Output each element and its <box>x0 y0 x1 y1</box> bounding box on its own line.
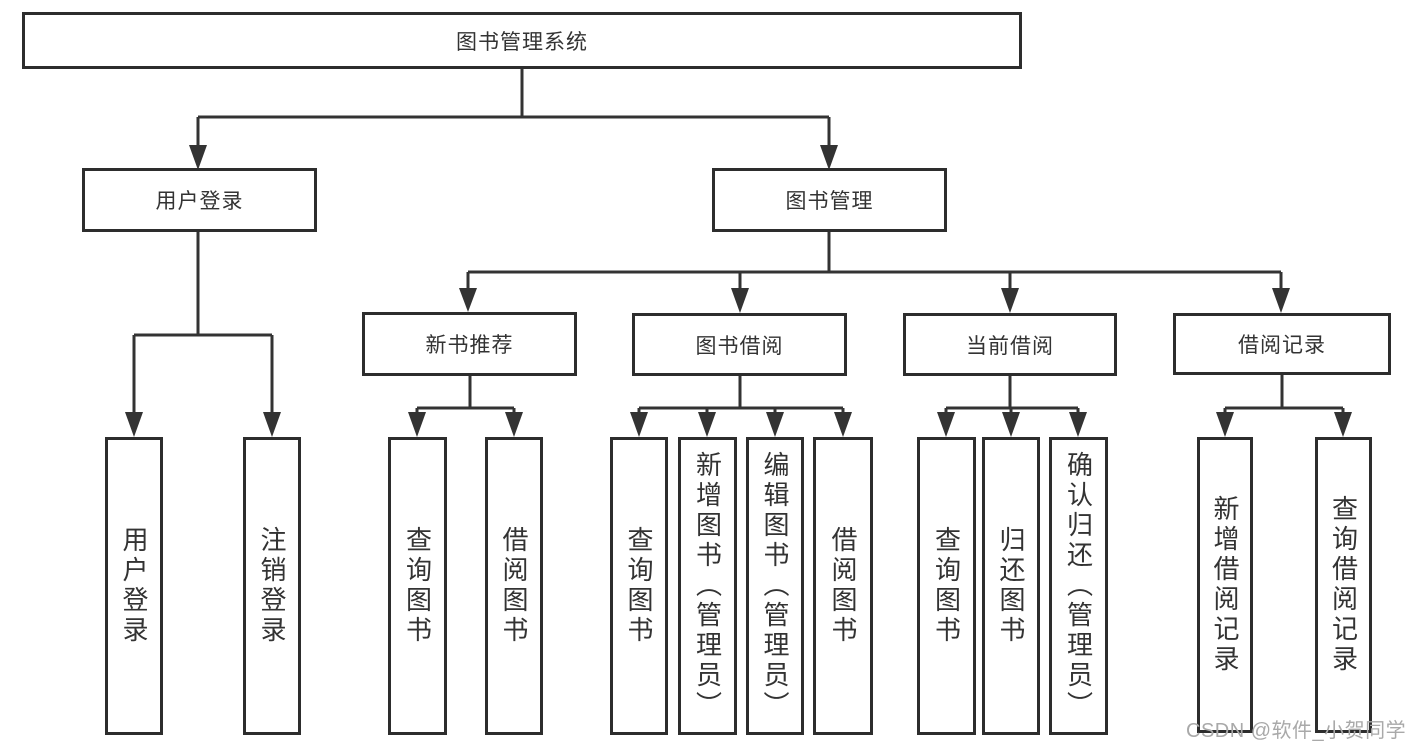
leaf-return-book-label: 归还图书 <box>996 526 1026 646</box>
node-root-label: 图书管理系统 <box>456 30 588 54</box>
leaf-query-book-2: 查询图书 <box>610 437 668 735</box>
leaf-confirm-return-admin: 确认归还（管理员） <box>1049 437 1108 735</box>
watermark-text: CSDN @软件_小贺同学 <box>1186 720 1405 742</box>
node-book-manage-label: 图书管理 <box>785 190 874 213</box>
leaf-return-book: 归还图书 <box>982 437 1040 735</box>
leaf-logout: 注销登录 <box>243 437 301 735</box>
leaf-add-borrow-record: 新增借阅记录 <box>1197 437 1253 733</box>
leaf-user-login: 用户登录 <box>105 437 163 735</box>
node-root: 图书管理系统 <box>22 12 1022 69</box>
leaf-add-book-admin-label: 新增图书（管理员） <box>692 451 723 721</box>
leaf-edit-book-admin: 编辑图书（管理员） <box>746 437 804 735</box>
leaf-borrow-book-2-label: 借阅图书 <box>828 526 858 646</box>
leaf-logout-label: 注销登录 <box>257 526 287 646</box>
leaf-add-book-admin: 新增图书（管理员） <box>678 437 737 735</box>
leaf-borrow-book-2: 借阅图书 <box>813 437 873 735</box>
leaf-edit-book-admin-label: 编辑图书（管理员） <box>760 451 790 721</box>
leaf-borrow-book-1-label: 借阅图书 <box>499 526 529 646</box>
node-user-login-label: 用户登录 <box>155 190 244 213</box>
node-user-login: 用户登录 <box>82 168 317 232</box>
node-book-manage: 图书管理 <box>712 168 947 232</box>
leaf-user-login-label: 用户登录 <box>119 526 149 646</box>
leaf-borrow-book-1: 借阅图书 <box>485 437 543 735</box>
node-book-borrow-label: 图书借阅 <box>695 334 784 358</box>
node-new-book-recommend: 新书推荐 <box>362 312 577 376</box>
node-current-borrow: 当前借阅 <box>903 313 1117 376</box>
leaf-query-book-3: 查询图书 <box>917 437 976 735</box>
leaf-query-borrow-record: 查询借阅记录 <box>1315 437 1372 733</box>
node-book-borrow: 图书借阅 <box>632 313 847 376</box>
leaf-confirm-return-admin-label: 确认归还（管理员） <box>1063 451 1094 721</box>
leaf-query-book-2-label: 查询图书 <box>624 526 654 646</box>
leaf-query-book-1-label: 查询图书 <box>402 526 433 646</box>
node-borrow-record-label: 借阅记录 <box>1238 334 1326 357</box>
leaf-query-borrow-record-label: 查询借阅记录 <box>1328 495 1359 675</box>
node-current-borrow-label: 当前借阅 <box>966 334 1054 358</box>
node-borrow-record: 借阅记录 <box>1173 313 1391 375</box>
node-new-book-recommend-label: 新书推荐 <box>425 334 514 357</box>
leaf-query-book-3-label: 查询图书 <box>931 526 962 646</box>
leaf-query-book-1: 查询图书 <box>388 437 447 735</box>
leaf-add-borrow-record-label: 新增借阅记录 <box>1210 495 1240 675</box>
